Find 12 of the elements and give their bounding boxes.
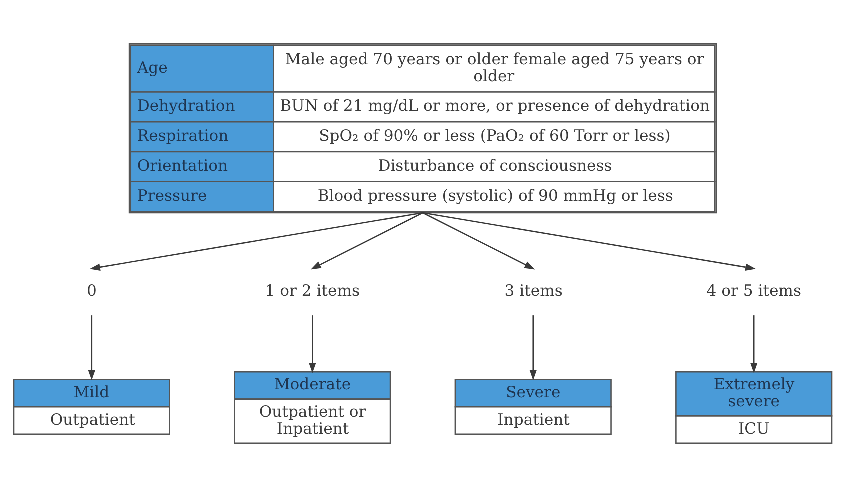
arrow (530, 316, 537, 380)
arrow (309, 316, 316, 374)
node-text: 4 or 5 items (706, 282, 802, 300)
arrow (422, 212, 536, 270)
arrow (750, 316, 758, 374)
node-text: 3 items (504, 282, 563, 300)
arrow (90, 212, 424, 271)
node-text: 0 (86, 282, 97, 300)
arrow (422, 212, 756, 271)
arrow (88, 316, 96, 380)
arrow (310, 212, 424, 270)
node-text: 1 or 2 items (265, 282, 360, 300)
